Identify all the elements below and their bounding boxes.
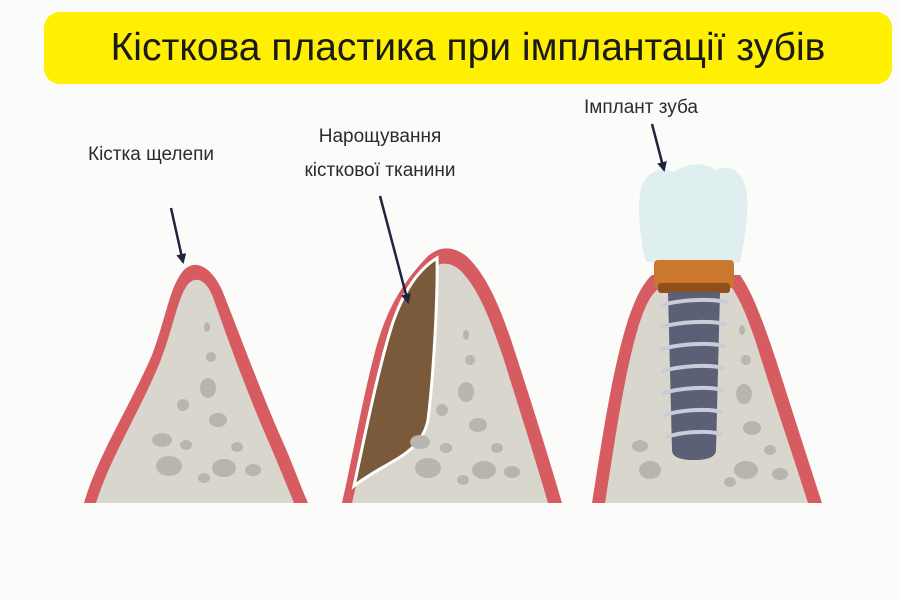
dental-implant-panel xyxy=(592,123,822,503)
label-jaw-bone: Кістка щелепи xyxy=(88,144,214,165)
implant-screw xyxy=(668,292,720,460)
implant-abutment-ring xyxy=(658,283,730,293)
arrow-dental-implant xyxy=(650,123,667,172)
label-bone-graft-line1: Нарощування xyxy=(318,126,442,147)
bone-pores xyxy=(410,330,520,485)
jaw-bone-panel xyxy=(84,207,308,503)
label-bone-graft: Нарощування кісткової тканини xyxy=(262,120,498,188)
bone-graft-material xyxy=(351,255,439,490)
label-dental-implant: Імплант зуба xyxy=(584,97,698,118)
arrow-jaw-bone xyxy=(169,207,187,264)
bone-pores xyxy=(152,322,261,483)
bone-pores xyxy=(632,325,788,487)
implant-crown xyxy=(639,164,748,262)
bone-graft-panel xyxy=(342,195,562,503)
implant-abutment xyxy=(654,260,734,288)
arrow-bone-graft xyxy=(378,195,411,304)
label-bone-graft-line2: кісткової тканини xyxy=(304,160,456,181)
bone-body xyxy=(96,279,294,503)
title-banner: Кісткова пластика при імплантації зубів xyxy=(44,12,892,84)
implant-screw-threads xyxy=(659,297,728,439)
page-title: Кісткова пластика при імплантації зубів xyxy=(110,26,826,69)
